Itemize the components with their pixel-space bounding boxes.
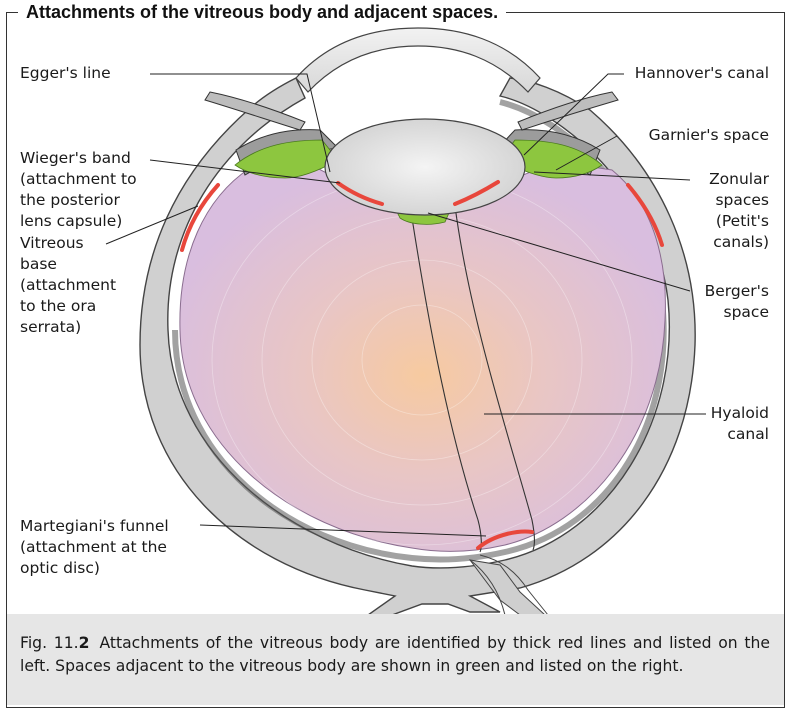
figure-number: Fig. 11.2 xyxy=(20,634,89,652)
lens xyxy=(325,119,525,215)
figure-number-bold: 2 xyxy=(79,634,90,652)
label-bergers-space: Berger's space xyxy=(705,281,769,323)
label-hannovers-canal: Hannover's canal xyxy=(635,63,769,84)
figure-number-prefix: Fig. 11. xyxy=(20,634,79,652)
cornea xyxy=(296,28,540,92)
label-hyaloid-canal: Hyaloid canal xyxy=(711,403,769,445)
label-vitreous-base: Vitreous base (attachment to the ora ser… xyxy=(20,233,116,338)
caption-text: Attachments of the vitreous body are ide… xyxy=(20,634,770,675)
label-martegianis-funnel: Martegiani's funnel (attachment at the o… xyxy=(20,516,169,579)
label-wiegers-band: Wieger's band (attachment to the posteri… xyxy=(20,148,137,232)
label-zonular-spaces: Zonular spaces (Petit's canals) xyxy=(709,169,769,253)
figure-title: Attachments of the vitreous body and adj… xyxy=(18,0,506,24)
label-garniers-space: Garnier's space xyxy=(649,125,769,146)
label-eggers-line: Egger's line xyxy=(20,63,111,84)
